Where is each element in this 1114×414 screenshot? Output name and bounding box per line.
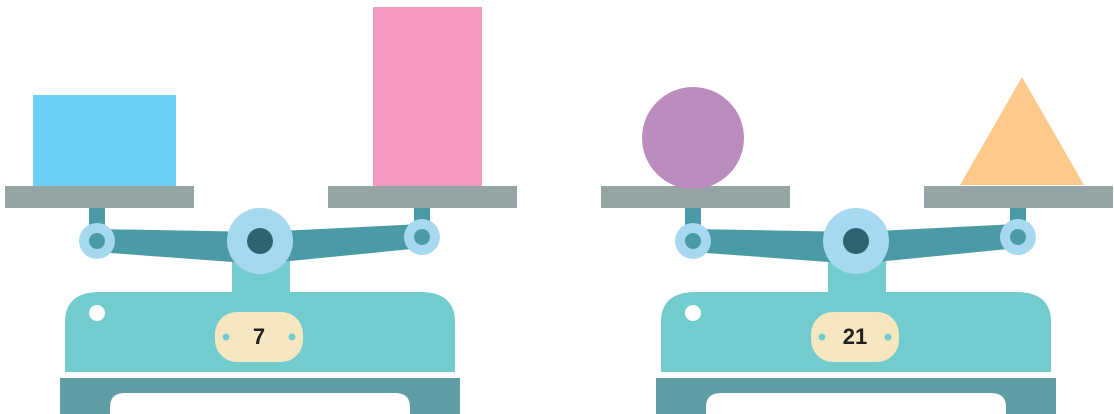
scale-body-dot <box>685 305 701 321</box>
left-pan <box>5 186 194 208</box>
left-pan <box>601 186 790 208</box>
scale-base-cutout <box>110 393 410 414</box>
pivot-center <box>843 228 869 254</box>
scale-readout: 21 <box>811 312 899 362</box>
right-pan <box>328 186 517 208</box>
right-pan <box>924 186 1113 208</box>
blue-rectangle <box>33 95 176 186</box>
right-joint-center <box>1010 229 1026 245</box>
balance-scale-1: 7 <box>0 0 520 414</box>
purple-circle <box>642 87 744 189</box>
orange-triangle <box>960 77 1084 185</box>
scale-readout: 7 <box>215 312 303 362</box>
scale-body-dot <box>89 305 105 321</box>
scale-base-cutout <box>706 393 1006 414</box>
pivot-center <box>247 228 273 254</box>
left-joint-center <box>685 233 701 249</box>
right-joint-center <box>414 229 430 245</box>
balance-scale-2: 21 <box>596 0 1114 414</box>
left-joint-center <box>89 233 105 249</box>
pink-rectangle <box>373 7 482 186</box>
